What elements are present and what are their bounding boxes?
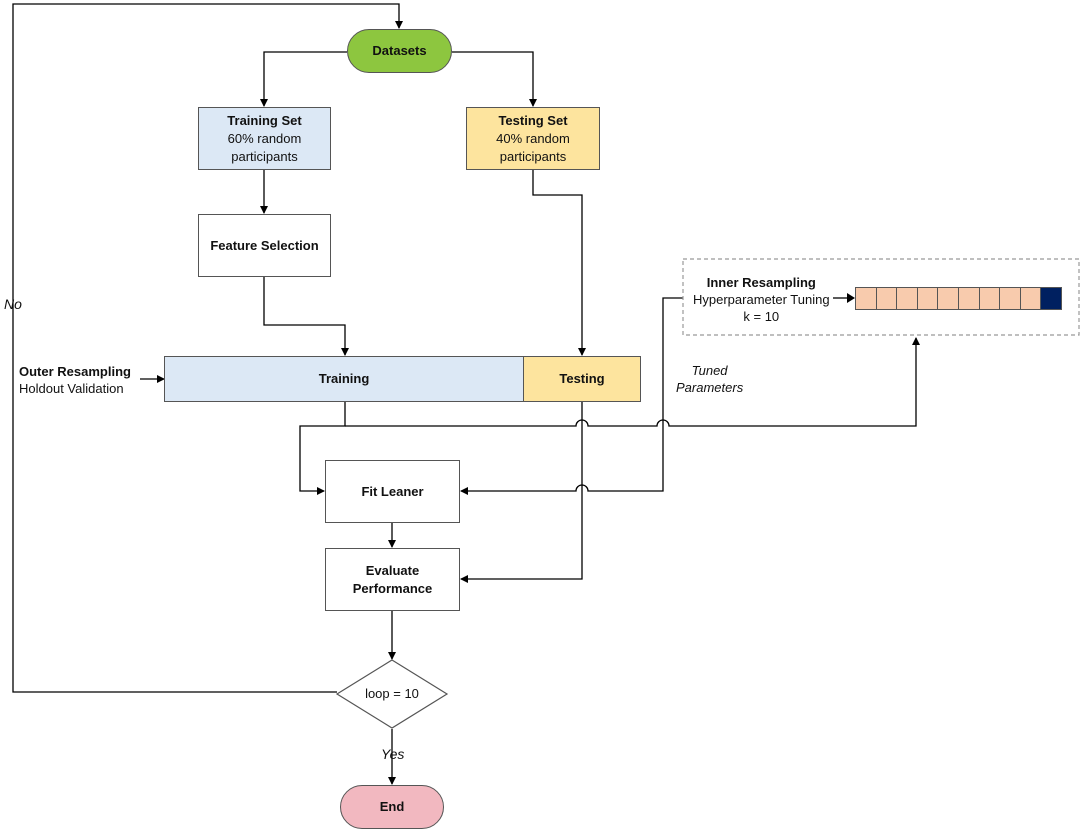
edge-feature-training xyxy=(263,277,349,356)
fit-learner-label: Fit Leaner xyxy=(361,483,424,499)
fold-cell-validation xyxy=(1040,287,1062,310)
inner-resampling-k: k = 10 xyxy=(743,309,780,324)
outer-resampling-sub: Holdout Validation xyxy=(19,381,124,396)
fold-cell-train xyxy=(1019,287,1042,310)
evaluate-line1: Evaluate xyxy=(365,562,420,578)
end-node: End xyxy=(340,785,444,829)
fold-cell-train xyxy=(978,287,1001,310)
testing-set-line1: 40% random xyxy=(496,130,570,146)
evaluate-line2: Performance xyxy=(352,580,433,596)
training-set-line1: 60% random xyxy=(227,130,302,146)
loop-decision-label: loop = 10 xyxy=(340,684,444,704)
inner-resampling-title: Inner Resampling xyxy=(706,275,816,290)
training-bar-label: Training xyxy=(318,371,370,386)
fold-cell-train xyxy=(937,287,959,310)
edge-testing-set-testing xyxy=(532,170,586,356)
outer-resampling-title: Outer Resampling xyxy=(19,364,131,379)
inner-resampling-sub: Hyperparameter Tuning xyxy=(693,292,830,307)
edge-training-fit xyxy=(299,401,346,495)
feature-selection-node: Feature Selection xyxy=(198,214,331,277)
fold-cell-train xyxy=(958,287,980,310)
training-bar: Training xyxy=(164,356,524,402)
training-set-node: Training Set 60% random participants xyxy=(198,107,331,170)
edge-datasets-testing-set xyxy=(452,51,537,107)
training-set-line2: participants xyxy=(231,148,298,164)
loop-decision-diamond xyxy=(335,659,449,729)
testing-bar: Testing xyxy=(523,356,641,402)
end-label: End xyxy=(379,799,405,814)
inner-resampling-container xyxy=(682,258,1080,336)
datasets-label: Datasets xyxy=(372,43,427,58)
fold-cell-train xyxy=(916,287,939,310)
testing-set-node: Testing Set 40% random participants xyxy=(466,107,600,170)
fold-cell-train xyxy=(855,287,877,310)
outer-resampling-label: Outer Resampling Holdout Validation xyxy=(19,363,131,397)
loop-label: loop = 10 xyxy=(365,686,419,701)
inner-resampling-label: Inner Resampling Hyperparameter Tuning k… xyxy=(693,274,830,325)
edge-datasets-training-set xyxy=(260,51,347,107)
folds-arrow xyxy=(833,293,855,303)
edge-testing-evaluate xyxy=(460,401,583,583)
training-set-title: Training Set xyxy=(227,112,302,128)
testing-set-line2: participants xyxy=(499,148,567,164)
fold-cells xyxy=(855,287,1062,310)
fold-cell-train xyxy=(896,287,918,310)
testing-bar-label: Testing xyxy=(559,371,605,386)
feature-selection-label: Feature Selection xyxy=(210,237,319,253)
fold-cell-train xyxy=(999,287,1021,310)
yes-label: Yes xyxy=(381,746,405,762)
datasets-node: Datasets xyxy=(347,29,452,73)
edge-loop-datasets xyxy=(12,3,403,693)
no-label: No xyxy=(4,296,22,312)
edge-training-inner xyxy=(345,337,920,427)
testing-set-title: Testing Set xyxy=(498,112,568,128)
evaluate-node: Evaluate Performance xyxy=(325,548,460,611)
fold-cell-train xyxy=(875,287,898,310)
fit-learner-node: Fit Leaner xyxy=(325,460,460,523)
edge-inner-fit xyxy=(460,297,683,495)
tuned-parameters-label: Tuned Parameters xyxy=(676,362,743,396)
tuned-line2: Parameters xyxy=(676,380,744,395)
tuned-line1: Tuned xyxy=(691,363,728,378)
